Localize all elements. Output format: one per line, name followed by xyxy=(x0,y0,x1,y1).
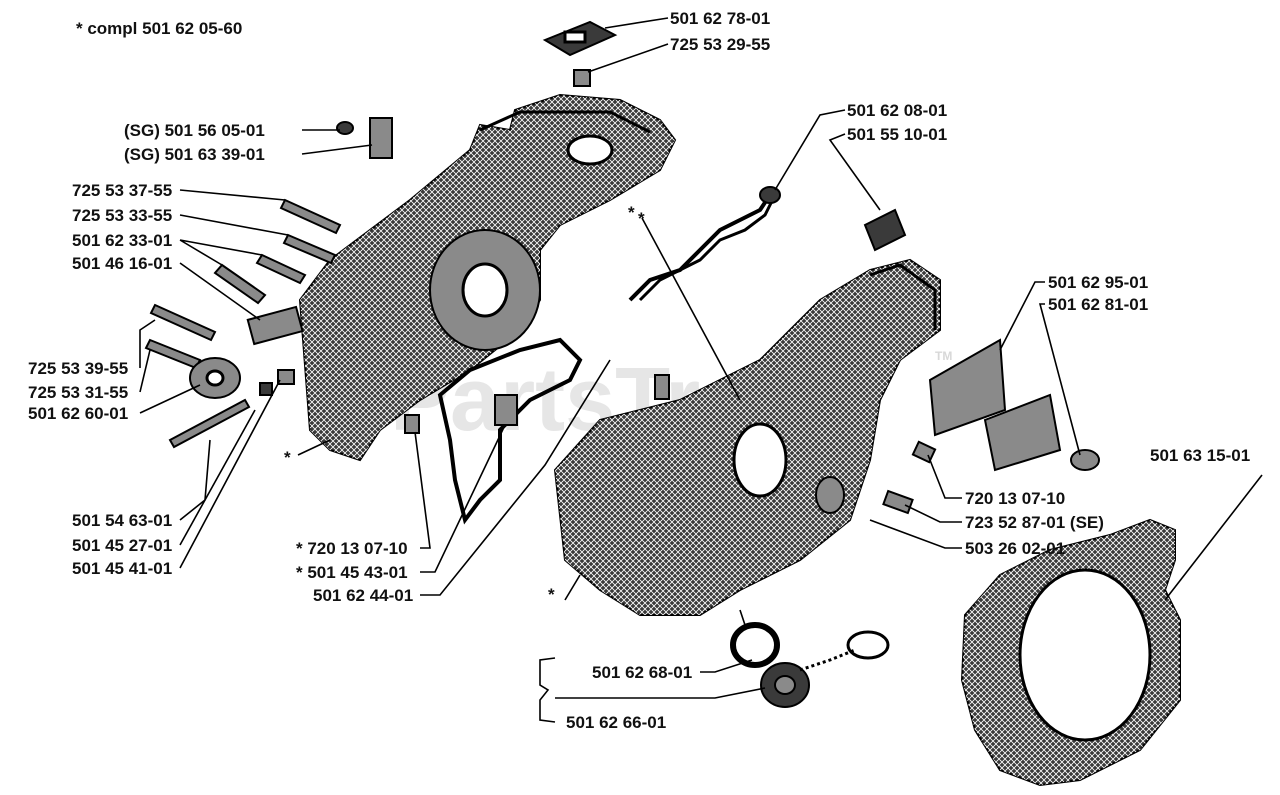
leader-lines xyxy=(139,17,1263,723)
label-part-26[interactable]: 501 62 68-01 xyxy=(592,663,692,682)
label-part-22[interactable]: 501 63 15-01 xyxy=(1150,446,1250,465)
label-part-19[interactable]: 501 55 10-01 xyxy=(847,125,947,144)
label-part-1[interactable]: 501 62 78-01 xyxy=(670,9,770,28)
label-part-11[interactable]: 501 62 60-01 xyxy=(28,404,128,423)
label-part-9[interactable]: 725 53 39-55 xyxy=(28,359,128,378)
label-part-17[interactable]: 501 62 44-01 xyxy=(313,586,413,605)
label-part-8[interactable]: 501 46 16-01 xyxy=(72,254,172,273)
label-part-4[interactable]: (SG) 501 63 39-01 xyxy=(124,145,265,164)
label-part-6[interactable]: 725 53 33-55 xyxy=(72,206,172,225)
part-labels: * compl 501 62 05-60 501 62 78-01 725 53… xyxy=(28,9,1250,732)
label-part-15[interactable]: * 720 13 07-10 xyxy=(296,539,408,558)
label-part-2[interactable]: 725 53 29-55 xyxy=(670,35,770,54)
asterisk-4: * xyxy=(638,209,645,228)
fan-cover xyxy=(960,518,1181,787)
watermark-tm: TM xyxy=(935,349,952,363)
bolts-left xyxy=(144,117,393,449)
parts-right xyxy=(404,186,1100,515)
label-part-21[interactable]: 501 62 81-01 xyxy=(1048,295,1148,314)
asterisk-2: * xyxy=(548,585,555,604)
label-part-23[interactable]: 720 13 07-10 xyxy=(965,489,1065,508)
label-part-12[interactable]: 501 54 63-01 xyxy=(72,511,172,530)
left-crankcase xyxy=(298,93,677,462)
impulse-hose xyxy=(638,194,777,302)
label-part-27[interactable]: 501 62 66-01 xyxy=(566,713,666,732)
label-part-16[interactable]: * 501 45 43-01 xyxy=(296,563,408,582)
oil-cap-parts xyxy=(730,622,890,708)
right-crankcase xyxy=(553,258,941,616)
label-part-20[interactable]: 501 62 95-01 xyxy=(1048,273,1148,292)
label-part-3[interactable]: (SG) 501 56 05-01 xyxy=(124,121,265,140)
label-part-5[interactable]: 725 53 37-55 xyxy=(72,181,172,200)
label-part-13[interactable]: 501 45 27-01 xyxy=(72,536,172,555)
label-part-14[interactable]: 501 45 41-01 xyxy=(72,559,172,578)
asterisk-1: * xyxy=(284,448,291,467)
top-plate xyxy=(542,20,618,87)
label-part-7[interactable]: 501 62 33-01 xyxy=(72,231,172,250)
label-part-10[interactable]: 725 53 31-55 xyxy=(28,383,128,402)
note-compl: * compl 501 62 05-60 xyxy=(76,19,242,38)
label-part-18[interactable]: 501 62 08-01 xyxy=(847,101,947,120)
label-part-25[interactable]: 503 26 02-01 xyxy=(965,539,1065,558)
asterisk-3: * xyxy=(628,203,635,222)
label-part-24[interactable]: 723 52 87-01 (SE) xyxy=(965,513,1104,532)
